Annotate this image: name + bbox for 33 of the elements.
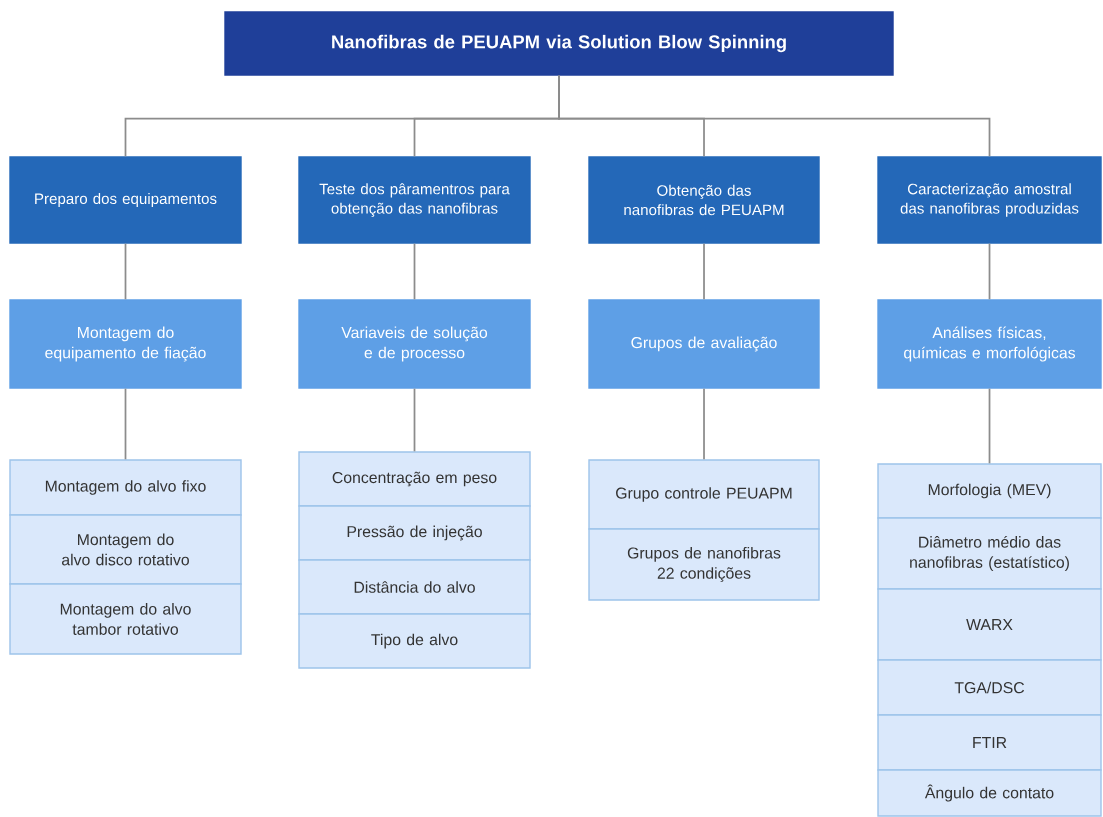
category-box: Obtenção das nanofibras de PEUAPM	[588, 156, 820, 244]
title-box: Nanofibras de PEUAPM via Solution Blow Spinning	[224, 11, 894, 76]
subcategory-box: Montagem do equipamento de fiação	[9, 299, 242, 389]
connector-line	[558, 74, 991, 158]
connector-line	[988, 242, 991, 301]
connector-line	[703, 242, 705, 301]
connector-line	[413, 387, 416, 453]
item-box: Ângulo de contato	[877, 769, 1102, 817]
item-box: Montagem do alvo tambor rotativo	[9, 583, 242, 655]
subcategory-box: Análises físicas, químicas e morfológicas	[877, 299, 1102, 389]
item-box: Montagem do alvo disco rotativo	[9, 514, 242, 585]
connector-line	[703, 387, 705, 461]
category-box: Caracterização amostral das nanofibras produzidas	[877, 156, 1102, 244]
connector-line	[124, 242, 127, 301]
connector-line	[988, 387, 991, 465]
item-box: Morfologia (MEV)	[877, 463, 1102, 519]
item-box: Grupos de nanofibras 22 condições	[588, 528, 820, 601]
category-box: Preparo dos equipamentos	[9, 156, 242, 244]
item-box: Grupo controle PEUAPM	[588, 459, 820, 530]
item-box: Tipo de alvo	[298, 613, 531, 669]
item-box: Pressão de injeção	[298, 505, 531, 561]
item-box: Diâmetro médio das nanofibras (estatístico)	[877, 517, 1102, 590]
connector-line	[413, 242, 416, 301]
item-box: FTIR	[877, 714, 1102, 771]
item-box: Concentração em peso	[298, 451, 531, 507]
category-box: Teste dos pâramentros para obtenção das nanofibras	[298, 156, 531, 244]
subcategory-box: Grupos de avaliação	[588, 299, 820, 389]
item-box: Distância do alvo	[298, 559, 531, 615]
subcategory-box: Variaveis de solução e de processo	[298, 299, 531, 389]
item-box: WARX	[877, 588, 1102, 661]
connector-line	[124, 387, 127, 461]
item-box: Montagem do alvo fixo	[9, 459, 242, 516]
item-box: TGA/DSC	[877, 659, 1102, 716]
